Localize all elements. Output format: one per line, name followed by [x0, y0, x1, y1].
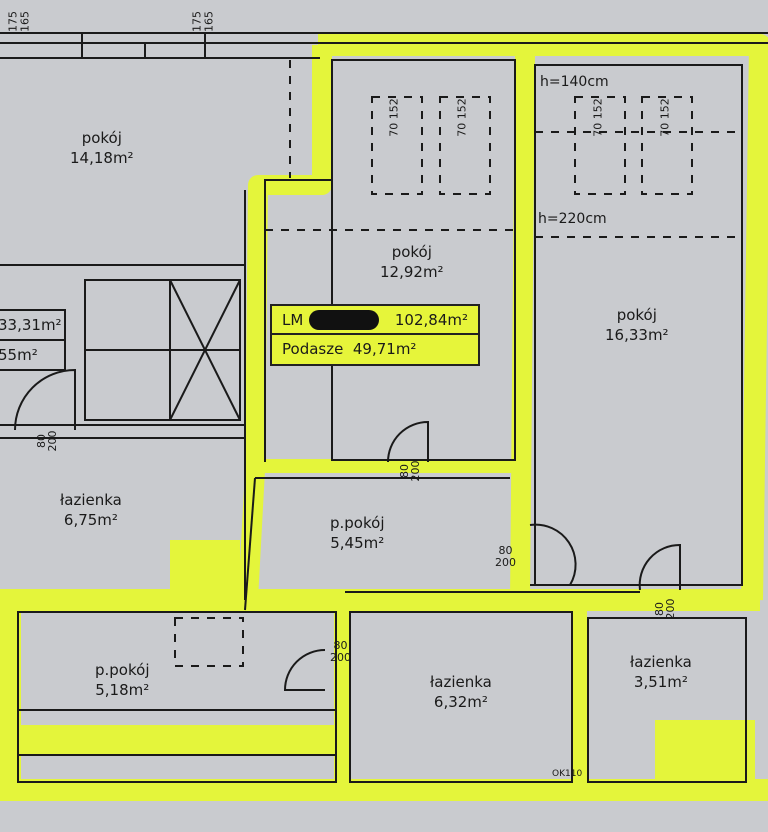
walls [0, 32, 768, 783]
window-label: 70 152 [455, 98, 469, 137]
partial-area-1: 33,31m² [0, 316, 62, 334]
height-note-140: h=140cm [540, 74, 609, 90]
marker-label: OK110 [552, 769, 583, 779]
door-label: 80 200 [35, 430, 59, 452]
partial-area-2: 55m² [0, 346, 38, 364]
height-note-220: h=220cm [538, 211, 607, 227]
redaction-blot [309, 309, 380, 330]
door-label: 80 200 [653, 598, 677, 620]
window-label: 70 152 [658, 98, 672, 137]
door-label: 80 200 [398, 460, 422, 482]
window-label: 70 152 [387, 98, 401, 137]
highlight-marker [0, 34, 768, 801]
window-label: 70 152 [591, 98, 605, 137]
dashed-lines [174, 60, 742, 667]
